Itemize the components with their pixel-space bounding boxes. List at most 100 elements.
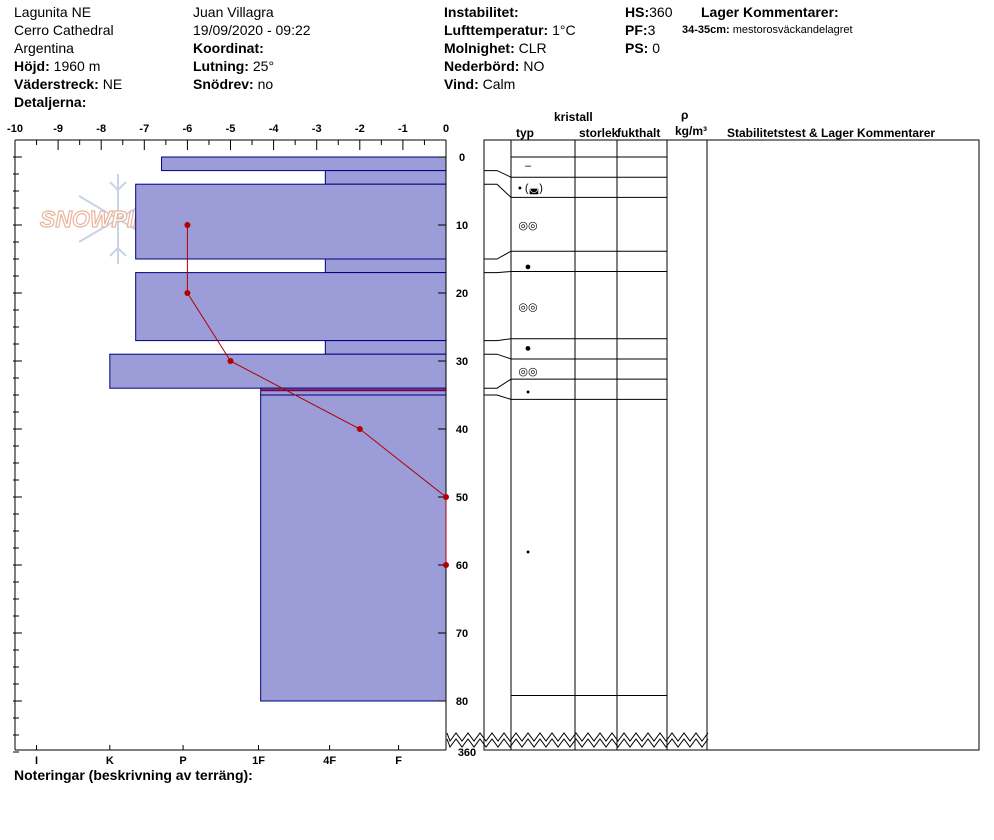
stability-header: Stabilitetstest & Lager Kommentarer xyxy=(727,126,936,140)
grain-table-frame xyxy=(483,139,980,751)
temperature-line xyxy=(186,225,447,565)
depth-tick-label: 30 xyxy=(456,356,468,368)
wind: Vind: Calm xyxy=(444,75,515,93)
depth-tick-label: 80 xyxy=(456,696,468,708)
slope-value: 25° xyxy=(252,58,275,74)
grain-type-symbol: ● xyxy=(525,342,532,354)
layer-connector xyxy=(484,270,512,274)
hardness-bar xyxy=(109,353,447,389)
temp-tick-label: 0 xyxy=(443,123,449,135)
temp-tick-label: -10 xyxy=(7,123,23,135)
coordinate-label: Koordinat: xyxy=(193,40,264,56)
elevation-label: Höjd: xyxy=(14,58,50,74)
grain-type-symbol: • xyxy=(526,387,530,399)
precipitation: Nederbörd: NO xyxy=(444,57,544,75)
penetration-foot-label: PF: xyxy=(625,22,648,38)
layer-connector xyxy=(484,378,512,389)
hardness-bar xyxy=(324,258,447,274)
grain-type-symbol: ◎◎ xyxy=(518,220,537,232)
site-area: Cerro Cathedral xyxy=(14,22,114,38)
depth-tick-label: 70 xyxy=(456,628,468,640)
type-header: typ xyxy=(516,126,534,140)
sky-cover-value: CLR xyxy=(518,40,547,56)
wind-label: Vind: xyxy=(444,76,479,92)
temp-tick-label: -4 xyxy=(269,123,280,135)
aspect-label: Väderstreck: xyxy=(14,76,99,92)
layer-comment: 34-35cm: mestorosväckandelagret xyxy=(682,24,853,36)
layer-connector xyxy=(484,338,512,342)
hardness-tick-label: K xyxy=(106,755,114,767)
sky-cover-label: Molnighet: xyxy=(444,40,515,56)
terrain-notes-label: Noteringar (beskrivning av terräng): xyxy=(14,767,253,783)
depth-tick-label: 40 xyxy=(456,424,468,436)
penetration-foot: PF:3 xyxy=(625,21,655,39)
crystal-header: kristall xyxy=(554,110,593,124)
site-country: Argentina xyxy=(14,40,74,56)
hardness-bar xyxy=(324,340,447,355)
temp-tick-label: -9 xyxy=(53,123,63,135)
grain-type-symbol: ◎◎ xyxy=(518,302,537,314)
grain-type-symbol: • (◛) xyxy=(518,183,543,195)
sky-cover: Molnighet: CLR xyxy=(444,39,547,57)
temperature-point xyxy=(227,358,234,364)
air-temperature: Lufttemperatur: 1°C xyxy=(444,21,576,39)
elevation: Höjd: 1960 m xyxy=(14,57,100,75)
depth-tick-label: 0 xyxy=(459,152,465,164)
temp-tick-label: -1 xyxy=(398,123,408,135)
scale-break-top xyxy=(446,732,709,743)
temp-tick-label: -7 xyxy=(139,123,149,135)
layer-connector xyxy=(484,250,512,260)
hardness-bar xyxy=(161,156,447,172)
temp-tick-label: -5 xyxy=(226,123,236,135)
layer-comments-title: Lager Kommentarer: xyxy=(701,4,839,20)
grain-type-symbol: ◎◎ xyxy=(518,366,537,378)
hardness-bar xyxy=(324,170,447,185)
observer-name: Juan Villagra xyxy=(193,4,274,20)
depth-tick-label: 50 xyxy=(456,492,468,504)
temperature-point xyxy=(443,494,449,500)
precipitation-label: Nederbörd: xyxy=(444,58,520,74)
snow-drift-value: no xyxy=(257,76,274,92)
snow-drift-label: Snödrev: xyxy=(193,76,254,92)
snow-drift: Snödrev: no xyxy=(193,75,273,93)
layer-connector xyxy=(484,394,512,400)
density-unit: kg/m³ xyxy=(675,124,708,138)
aspect: Väderstreck: NE xyxy=(14,75,122,93)
grain-type-symbol: • xyxy=(526,546,530,558)
layer-connector xyxy=(484,170,512,178)
total-depth-value: 360 xyxy=(649,4,673,20)
slope-label: Lutning: xyxy=(193,58,249,74)
penetration-ski-value: 0 xyxy=(652,40,661,56)
air-temperature-label: Lufttemperatur: xyxy=(444,22,549,38)
moisture-header: fukthalt xyxy=(617,126,661,140)
site-name: Lagunita NE xyxy=(14,4,92,20)
layer-connector xyxy=(484,183,512,198)
temperature-point xyxy=(184,290,191,296)
precipitation-value: NO xyxy=(523,58,545,74)
hardness-tick-label: I xyxy=(35,755,38,767)
depth-tick-label: 60 xyxy=(456,560,468,572)
temperature-point xyxy=(443,562,449,568)
layer-connector xyxy=(484,353,512,360)
wind-value: Calm xyxy=(482,76,516,92)
grain-type-symbol: ● xyxy=(525,261,532,273)
depth-bottom-label: 360 xyxy=(458,747,476,759)
temp-tick-label: -3 xyxy=(312,123,322,135)
penetration-ski: PS: 0 xyxy=(625,39,660,57)
hardness-tick-label: F xyxy=(395,755,402,767)
hardness-tick-label: 4F xyxy=(323,755,336,767)
total-depth: HS:360 xyxy=(625,3,672,21)
temperature-point xyxy=(184,222,191,228)
hardness-tick-label: P xyxy=(179,755,186,767)
air-temperature-value: 1°C xyxy=(552,22,576,38)
observation-datetime: 19/09/2020 - 09:22 xyxy=(193,22,311,38)
elevation-value: 1960 m xyxy=(53,58,101,74)
penetration-ski-label: PS: xyxy=(625,40,649,56)
total-depth-label: HS: xyxy=(625,4,650,20)
slope: Lutning: 25° xyxy=(193,57,274,75)
details-label: Detaljerna: xyxy=(14,94,87,110)
temp-tick-label: -8 xyxy=(96,123,106,135)
scale-break-bottom xyxy=(446,738,709,749)
penetration-foot-value: 3 xyxy=(647,22,656,38)
